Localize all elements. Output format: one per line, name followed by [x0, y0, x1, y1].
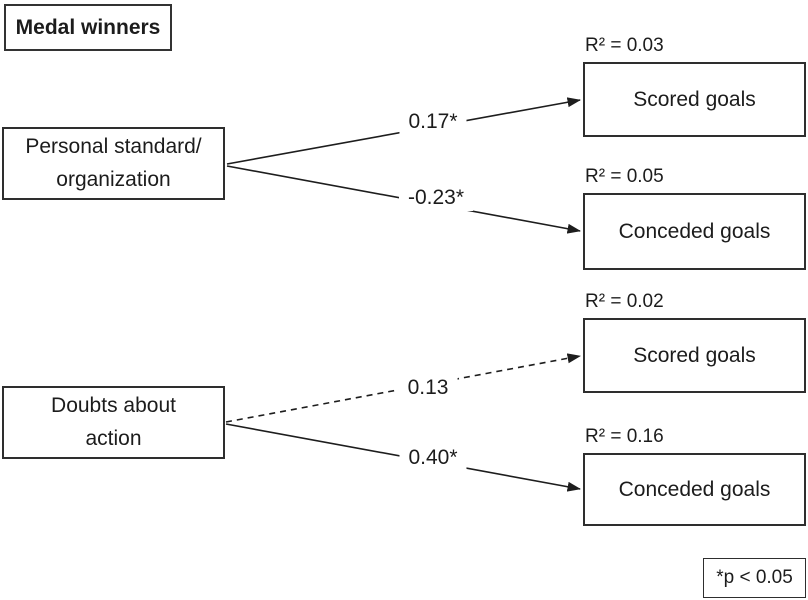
- r-squared-label: R² = 0.16: [585, 426, 664, 447]
- outcome-box-conceded-goals-1: Conceded goals: [583, 193, 806, 270]
- path-coefficient-label: 0.17*: [399, 109, 467, 135]
- predictor-label-line: Doubts about: [51, 393, 176, 417]
- outcome-box-scored-goals-1: Scored goals: [583, 62, 806, 137]
- predictor-label-line: Personal standard/: [25, 134, 202, 158]
- path-coefficient-label: 0.13: [398, 375, 458, 401]
- path-coefficient-label: 0.40*: [399, 445, 467, 471]
- predictor-box-doubts-about-action: Doubts about action: [2, 386, 225, 459]
- predictor-label-line: organization: [56, 167, 171, 191]
- path-coefficient-label: -0.23*: [398, 185, 474, 211]
- r-squared-label: R² = 0.03: [585, 35, 664, 56]
- outcome-box-scored-goals-2: Scored goals: [583, 318, 806, 393]
- r-squared-label: R² = 0.05: [585, 166, 664, 187]
- outcome-label: Conceded goals: [618, 219, 771, 243]
- predictor-label-line: action: [85, 426, 142, 450]
- outcome-label: Scored goals: [633, 87, 756, 111]
- r-squared-label: R² = 0.02: [585, 291, 664, 312]
- outcome-box-conceded-goals-2: Conceded goals: [583, 453, 806, 526]
- significance-footnote-label: *p < 0.05: [716, 567, 793, 588]
- outcome-label: Conceded goals: [618, 477, 771, 501]
- significance-footnote-box: *p < 0.05: [703, 558, 806, 598]
- outcome-label: Scored goals: [633, 343, 756, 367]
- group-title-label: Medal winners: [15, 15, 161, 39]
- predictor-box-personal-standard: Personal standard/ organization: [2, 127, 225, 200]
- group-title-box: Medal winners: [4, 4, 172, 51]
